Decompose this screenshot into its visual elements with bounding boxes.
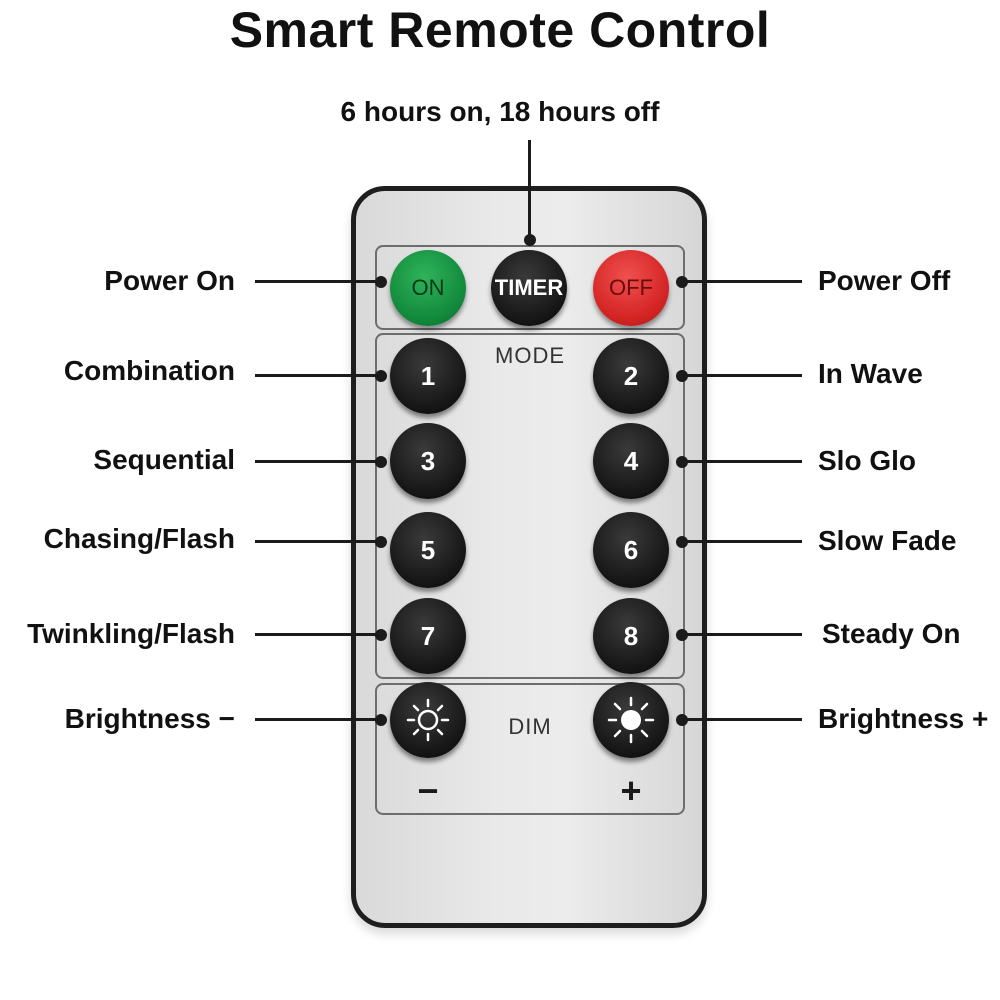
label-combination: Combination: [63, 355, 235, 386]
dim-label: DIM: [508, 714, 552, 739]
dim-plus-button[interactable]: [593, 682, 669, 758]
connector-brightness-plus: [680, 718, 802, 721]
connector-dot-twinkling-flash: [375, 629, 387, 641]
label-chasing-flash: Chasing/Flash: [43, 523, 235, 554]
label-power-on: Power On: [104, 265, 235, 296]
connector-dot-power-on: [375, 276, 387, 288]
connector-dot-slo-glo: [676, 456, 688, 468]
connector-dot-brightness-minus: [375, 714, 387, 726]
timer-note: 6 hours on, 18 hours off: [340, 96, 660, 127]
dim-panel: [375, 683, 685, 815]
connector-dot-brightness-plus: [676, 714, 688, 726]
connector-dot-slow-fade: [676, 536, 688, 548]
connector-slo-glo: [680, 460, 802, 463]
label-brightness-plus: Brightness +: [818, 703, 989, 734]
mode-button-4[interactable]: 4: [593, 423, 669, 499]
sun-outline-icon: [406, 698, 450, 742]
connector-dot-sequential: [375, 456, 387, 468]
connector-slow-fade: [680, 540, 802, 543]
sun-filled-icon: [607, 696, 655, 744]
connector-dot-combination: [375, 370, 387, 382]
label-sequential: Sequential: [93, 444, 235, 475]
connector-dot-chasing-flash: [375, 536, 387, 548]
dim-plus-sign: +: [620, 770, 642, 811]
connector-dot-in-wave: [676, 370, 688, 382]
timer-connector-dot: [524, 234, 536, 246]
connector-in-wave: [680, 374, 802, 377]
connector-power-on: [255, 280, 380, 283]
label-steady-on: Steady On: [822, 618, 961, 649]
label-power-off: Power Off: [818, 265, 951, 296]
connector-dot-steady-on: [676, 629, 688, 641]
dim-minus-sign: −: [417, 770, 439, 811]
connector-dot-power-off: [676, 276, 688, 288]
dim-minus-button[interactable]: [390, 682, 466, 758]
mode-button-6[interactable]: 6: [593, 512, 669, 588]
connector-chasing-flash: [255, 540, 380, 543]
mode-button-2[interactable]: 2: [593, 338, 669, 414]
mode-button-3[interactable]: 3: [390, 423, 466, 499]
label-slo-glo: Slo Glo: [818, 445, 916, 476]
mode-panel: [375, 333, 685, 679]
mode-button-1[interactable]: 1: [390, 338, 466, 414]
mode-button-7[interactable]: 7: [390, 598, 466, 674]
on-button[interactable]: ON: [390, 250, 466, 326]
page-title: Smart Remote Control: [229, 2, 771, 58]
timer-button[interactable]: TIMER: [491, 250, 567, 326]
mode-button-5[interactable]: 5: [390, 512, 466, 588]
timer-connector-line: [528, 140, 531, 240]
connector-twinkling-flash: [255, 633, 380, 636]
off-button[interactable]: OFF: [593, 250, 669, 326]
connector-brightness-minus: [255, 718, 380, 721]
label-twinkling-flash: Twinkling/Flash: [27, 618, 235, 649]
connector-power-off: [680, 280, 802, 283]
label-brightness-minus: Brightness −: [64, 703, 235, 734]
connector-combination: [255, 374, 380, 377]
connector-sequential: [255, 460, 380, 463]
label-slow-fade: Slow Fade: [818, 525, 957, 556]
mode-label: MODE: [495, 343, 565, 368]
label-in-wave: In Wave: [818, 358, 923, 389]
connector-steady-on: [680, 633, 802, 636]
mode-button-8[interactable]: 8: [593, 598, 669, 674]
